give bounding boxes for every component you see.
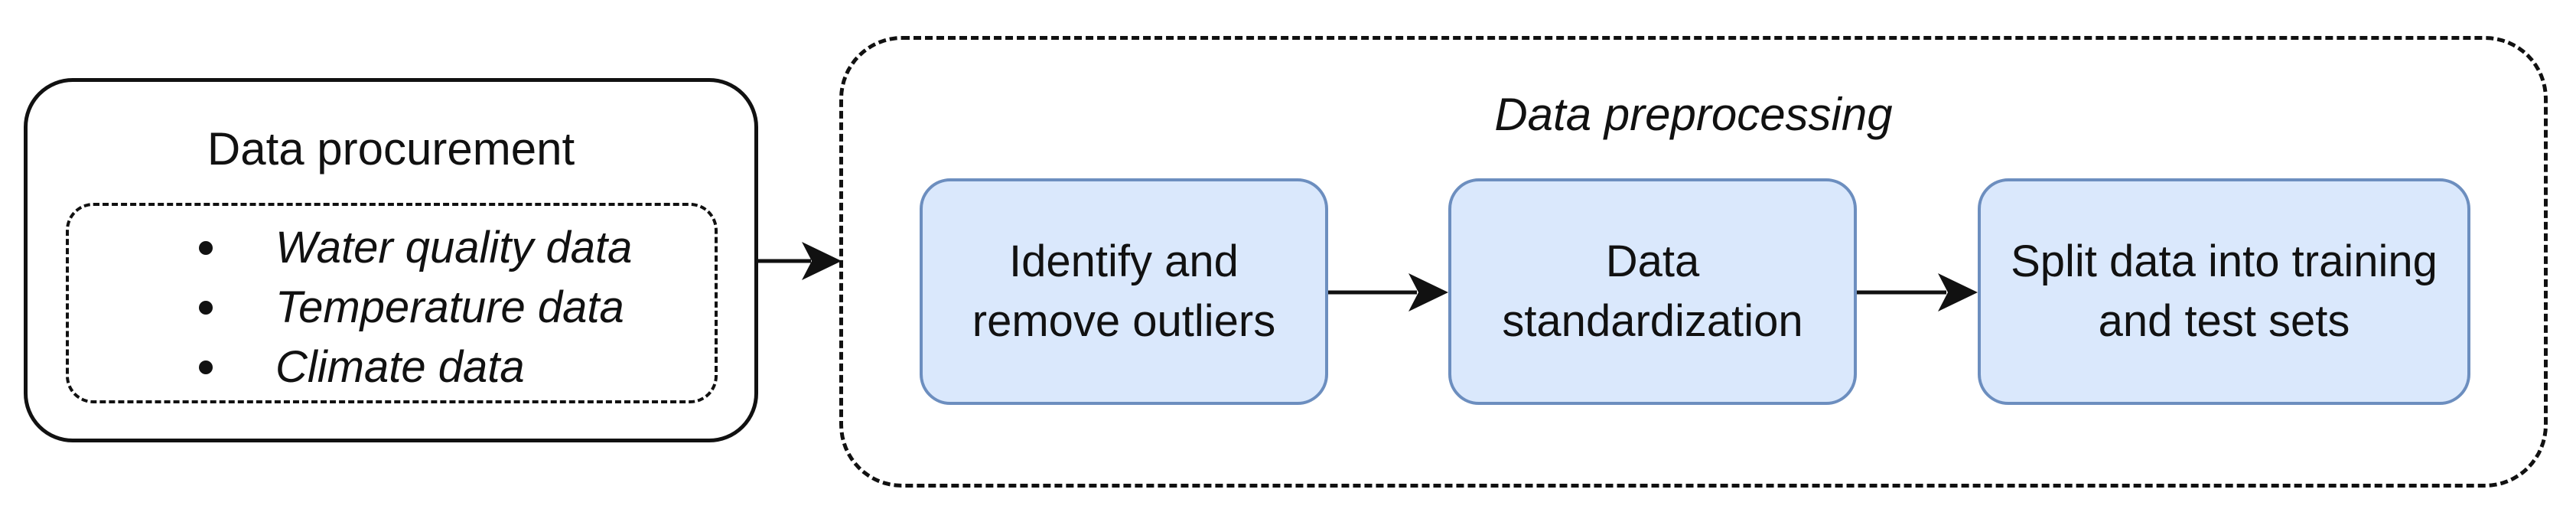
data-source-label: Climate data xyxy=(275,342,525,392)
step-identify-outliers: Identify and remove outliers xyxy=(920,178,1328,405)
data-sources-list: Water quality data Temperature data Clim… xyxy=(199,218,632,397)
data-source-item: Climate data xyxy=(199,338,632,397)
step-label: Data standardization xyxy=(1502,237,1803,346)
arrow-step1-to-step2 xyxy=(1328,273,1448,312)
step-label: Split data into training and test sets xyxy=(2011,237,2438,346)
bullet-icon xyxy=(199,241,213,255)
bullet-icon xyxy=(199,301,213,315)
data-source-item: Water quality data xyxy=(199,218,632,278)
step-split-data: Split data into training and test sets xyxy=(1978,178,2470,405)
data-procurement-box: Data procurement Water quality data Temp… xyxy=(24,78,758,442)
data-procurement-title: Data procurement xyxy=(207,123,575,175)
data-sources-box: Water quality data Temperature data Clim… xyxy=(66,203,718,403)
data-source-item: Temperature data xyxy=(199,278,632,338)
arrow-step2-to-step3 xyxy=(1857,273,1978,312)
arrow-procurement-to-preprocessing xyxy=(758,242,842,280)
data-source-label: Temperature data xyxy=(275,282,624,332)
step-data-standardization: Data standardization xyxy=(1448,178,1857,405)
data-preprocessing-group: Data preprocessing xyxy=(839,36,2548,488)
step-label: Identify and remove outliers xyxy=(972,237,1276,346)
bullet-icon xyxy=(199,361,213,374)
data-source-label: Water quality data xyxy=(275,223,633,272)
data-preprocessing-title: Data preprocessing xyxy=(1494,89,1893,140)
